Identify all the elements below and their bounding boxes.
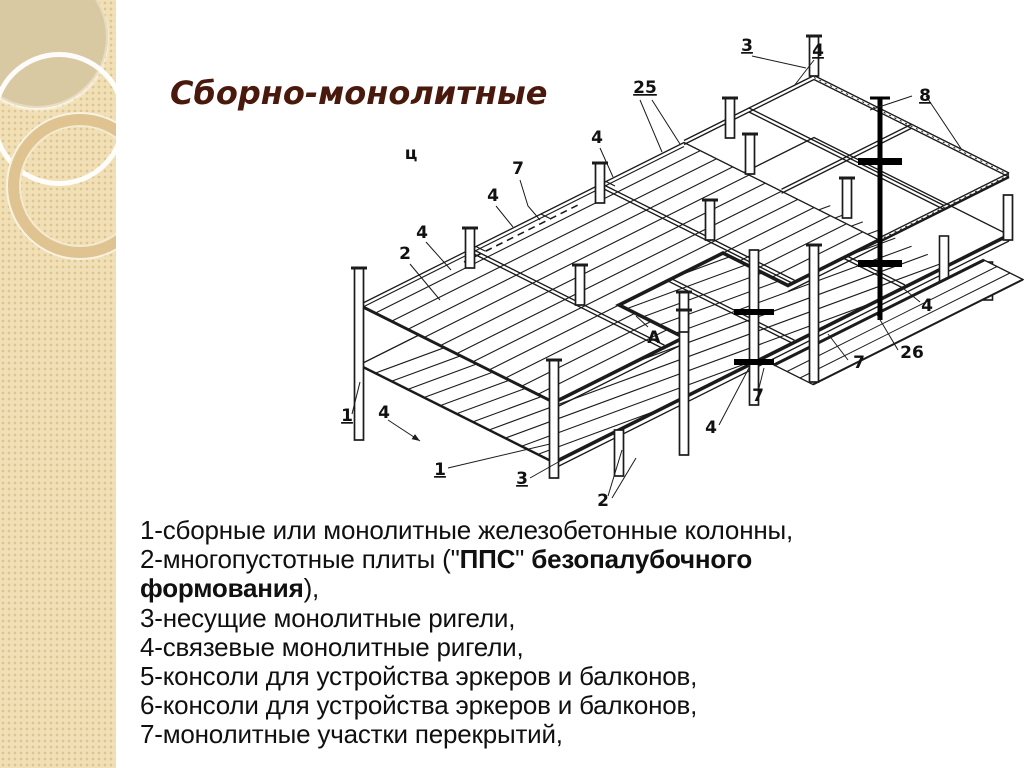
diagram-label: 4 (487, 186, 499, 206)
legend-text: " (515, 544, 532, 575)
legend-text: ), (303, 573, 320, 604)
legend-line: 6-консоли для устройства эркеров и балко… (140, 691, 930, 720)
legend-text: 6-консоли для устройства эркеров и балко… (140, 690, 698, 721)
diagram-label: 7 (853, 353, 865, 373)
legend-line: 1-сборные или монолитные железобетонные … (140, 515, 930, 545)
diagram-label: 8 (919, 86, 931, 106)
monolithic-column (734, 96, 902, 365)
diagram-label: 4 (812, 41, 824, 61)
diagram-label: 1 (341, 406, 353, 426)
diagram-label: 3 (741, 36, 753, 56)
legend-line: 7-монолитные участки перекрытий, (140, 720, 930, 749)
legend-text: 3-несущие монолитные ригели, (140, 602, 516, 633)
legend-text: 7-монолитные участки перекрытий, (140, 719, 563, 750)
diagram-label: 4 (921, 296, 933, 316)
diagram-label: 4 (591, 128, 603, 148)
diagram-label: А (647, 328, 661, 348)
sidebar-decoration (0, 0, 116, 768)
legend-line: формования), (140, 574, 930, 603)
diagram-label: 4 (378, 403, 390, 423)
legend-list: 1-сборные или монолитные железобетонные … (140, 515, 930, 750)
legend-line: 4-связевые монолитные ригели, (140, 631, 930, 662)
diagram-label: 4 (416, 223, 428, 243)
legend-line: 2-многопустотные плиты ("ППС" безопалубо… (140, 545, 930, 574)
legend-text: 1-сборные или монолитные железобетонные … (140, 515, 794, 545)
legend-text: 5-консоли для устройства эркеров и балко… (140, 661, 698, 692)
diagram-label: 7 (752, 386, 764, 406)
legend-text: 4-связевые монолитные ригели, (140, 631, 524, 662)
diagram-label: 2 (597, 491, 609, 510)
legend-text: безопалубочного (531, 544, 753, 575)
legend-line: 5-консоли для устройства эркеров и балко… (140, 661, 930, 692)
open-frame-beams (683, 74, 1010, 244)
legend-text: ППС (459, 544, 516, 575)
legend-text: 2-многопустотные плиты (" (140, 544, 460, 575)
diagram-label: 4 (705, 418, 717, 438)
legend-text: формования (140, 573, 304, 604)
diagram-label: 2 (399, 244, 411, 264)
diagram-label: 3 (516, 469, 528, 489)
leader-lines (351, 55, 963, 499)
legend-line: 3-несущие монолитные ригели, (140, 602, 930, 633)
diagram-label: 1 (434, 460, 446, 480)
diagram-label: 25 (633, 78, 657, 98)
diagram-label: ц (405, 144, 418, 164)
diagram-label: 26 (900, 343, 924, 363)
columns (351, 34, 1014, 479)
circle-decoration (8, 114, 116, 258)
diagram-label: 7 (512, 159, 524, 179)
page-title: Сборно-монолитные (170, 74, 548, 112)
